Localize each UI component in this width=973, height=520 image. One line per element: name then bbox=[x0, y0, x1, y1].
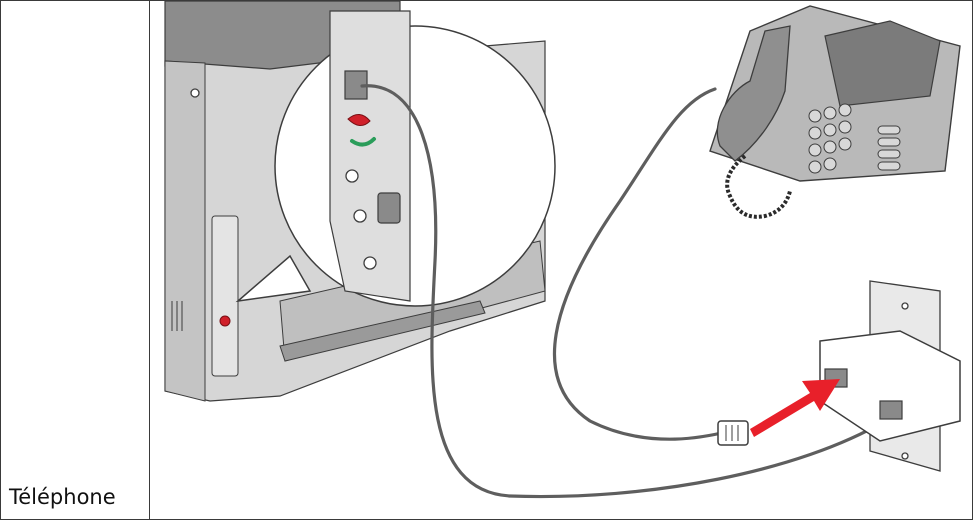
phone-to-plug-cable bbox=[552, 87, 732, 441]
wall-plate-screw-bottom bbox=[901, 452, 909, 460]
printer-screw bbox=[190, 88, 200, 98]
callout-circle bbox=[274, 25, 556, 307]
rj11-plug bbox=[717, 420, 749, 446]
telephone-icon bbox=[709, 5, 961, 219]
jack-socket-right bbox=[879, 400, 903, 420]
insert-arrow bbox=[750, 379, 840, 437]
rear-port-panel bbox=[211, 215, 239, 377]
phone-handset bbox=[716, 25, 791, 162]
rj11-pins bbox=[725, 425, 739, 441]
phone-screen bbox=[824, 20, 941, 107]
wall-plate-screw-top bbox=[901, 302, 909, 310]
zoom-screws bbox=[345, 169, 377, 270]
label-cell: Téléphone bbox=[1, 1, 150, 519]
rj11-plug-icon bbox=[717, 420, 749, 446]
small-port-marker bbox=[219, 315, 231, 327]
magnifier-callout-icon bbox=[235, 10, 556, 307]
printer-to-wall-cable bbox=[360, 84, 887, 499]
phone-function-buttons bbox=[877, 125, 901, 171]
callout-pointer bbox=[235, 254, 312, 303]
insert-arrow-icon bbox=[750, 379, 840, 437]
vent-slits bbox=[171, 301, 183, 331]
printer-side bbox=[164, 60, 206, 402]
connection-illustration bbox=[150, 1, 972, 519]
zoom-green-marker bbox=[350, 137, 376, 147]
phone-coiled-cord bbox=[725, 154, 792, 219]
zoom-usb-port bbox=[377, 192, 401, 224]
phone-cables bbox=[360, 84, 887, 499]
connection-diagram-svg bbox=[164, 1, 961, 499]
zoom-red-marker bbox=[347, 114, 371, 126]
wall-jack-icon bbox=[819, 280, 961, 472]
phone-keypad bbox=[808, 103, 852, 174]
row-label: Téléphone bbox=[9, 485, 116, 509]
